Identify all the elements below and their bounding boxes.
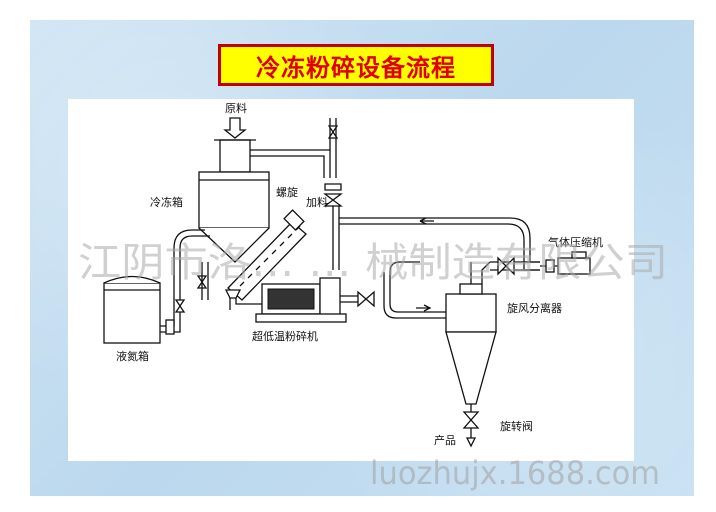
- label-freezer: 冷冻箱: [150, 195, 183, 209]
- site-watermark: luozhujx.1688.com: [370, 454, 660, 492]
- pulverizer-outlet-pipe: [340, 261, 446, 319]
- label-rotary-valve: 旋转阀: [500, 419, 533, 433]
- liquid-nitrogen-tank: [103, 275, 161, 344]
- raw-material-hopper: [214, 117, 256, 173]
- cyclone-separator: [445, 283, 497, 405]
- label-cyclone-separator: 旋风分离器: [507, 301, 562, 315]
- page-title: 冷冻粉碎设备流程: [256, 53, 456, 82]
- gas-compressor: [540, 251, 591, 275]
- label-pulverizer: 超低温粉碎机: [252, 329, 318, 343]
- rotary-valve: [462, 404, 480, 448]
- freezer-box: [198, 171, 270, 263]
- title-box: 冷冻粉碎设备流程: [218, 44, 494, 86]
- nitrogen-pipe: [160, 229, 210, 333]
- label-gas-compressor: 气体压缩机: [548, 235, 603, 249]
- label-raw-material: 原料: [225, 101, 247, 115]
- screw-conveyor: [227, 209, 307, 301]
- pulverizer: [255, 277, 347, 323]
- label-liquid-nitrogen-tank: 液氮箱: [116, 349, 149, 363]
- label-product: 产品: [434, 433, 456, 447]
- label-feeding: 加料: [306, 195, 328, 209]
- diagram-panel: [68, 99, 634, 461]
- return-pipe: [339, 217, 540, 271]
- company-watermark: 江阴市洛… … 械制造有限公司: [78, 240, 668, 286]
- label-screw: 螺旋: [276, 185, 298, 199]
